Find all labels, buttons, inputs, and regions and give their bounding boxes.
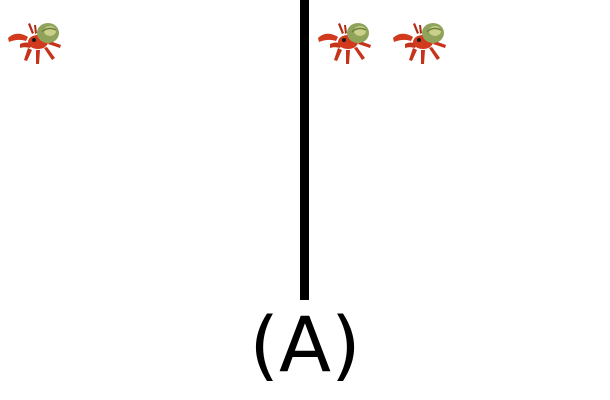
divider-line — [300, 0, 309, 300]
hermit-crab-icon — [391, 20, 449, 66]
figure-label: (A) — [249, 300, 361, 389]
hermit-crab-icon — [316, 20, 374, 66]
hermit-crab-icon — [6, 20, 64, 66]
